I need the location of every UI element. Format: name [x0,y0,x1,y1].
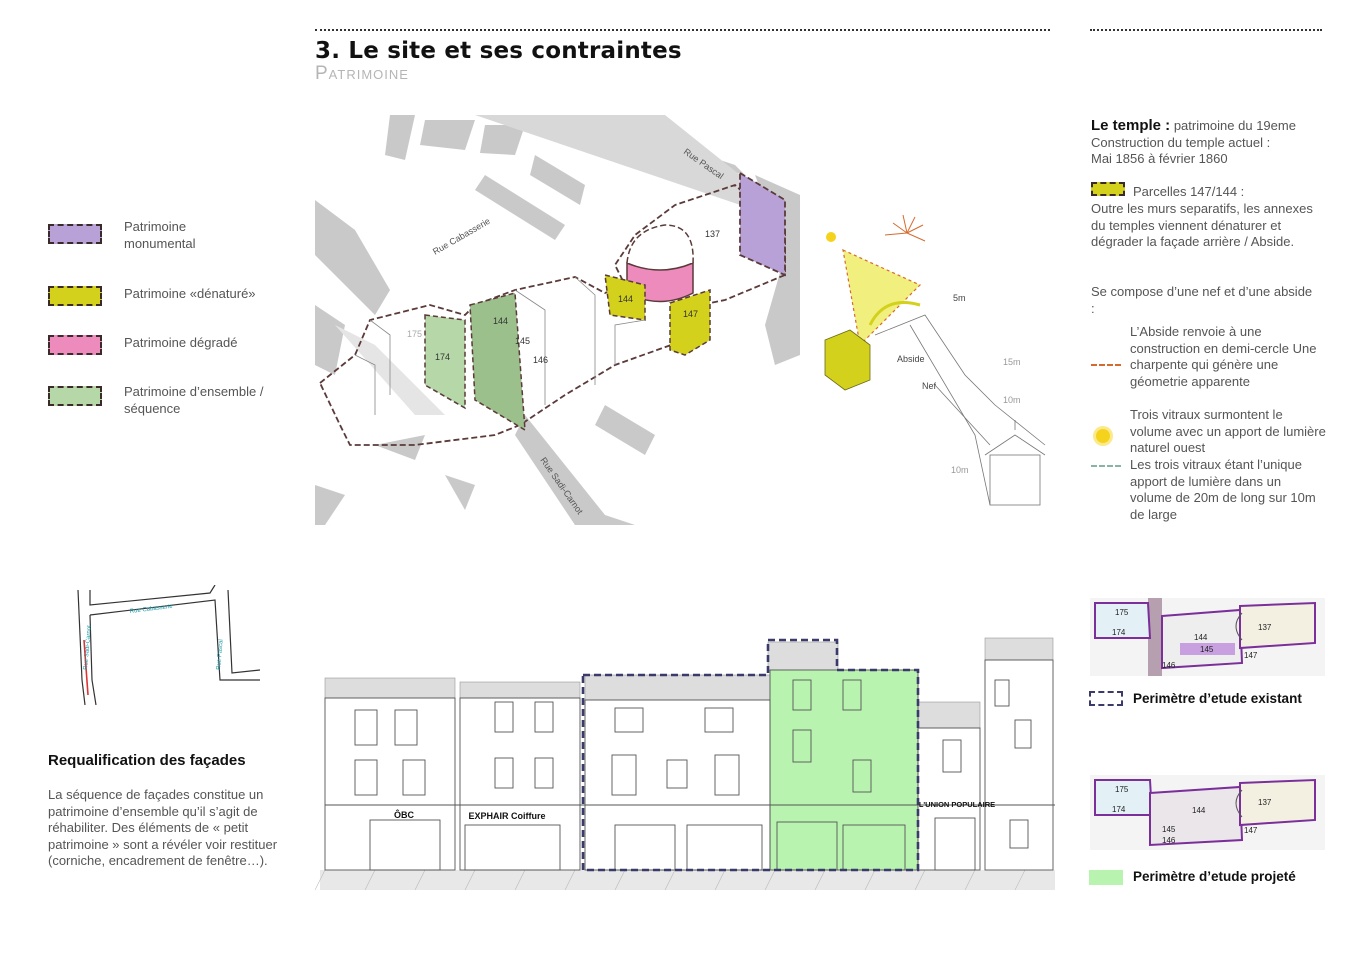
existing-perimeter-label: Perimètre d’etude existant [1133,691,1302,706]
mini-plan-street-sadi: Rue Sadi-Carnot [83,625,93,670]
vitraux-line-icon [1091,465,1121,467]
parcel-label-147: 147 [683,309,698,319]
vitraux-rays-icon [884,214,926,242]
header-rule-right [1090,29,1322,31]
temple-labels: 5m Abside Nef 15m 10m 10m [897,293,1021,475]
plan-existing-label-137: 137 [1258,623,1272,632]
legend-swatch-degrade [48,335,102,355]
existing-perimeter-outline [581,638,920,872]
charpente-line-icon [1091,364,1121,366]
sun-icon-small [1096,429,1110,443]
parcel-label-174: 174 [435,352,450,362]
parcel-denatured-147 [669,288,711,356]
legend-label-denature: Patrimoine «dénaturé» [124,286,256,301]
legend: Patrimoine monumental Patrimoine «dénatu… [48,218,288,428]
plan-existing-label-144: 144 [1194,633,1208,642]
mini-plan-street-pascal: Rue Pascal [216,639,225,670]
temple-label-10m-a: 10m [1003,395,1021,405]
facade-elevation: ÔBC EXPHAIR Coiffure L'UNION POPULAIRE [315,637,1055,891]
abside-text: L’Abside renvoie à une construction en d… [1130,324,1317,389]
temple-label-abside: Abside [897,354,925,364]
legend-label-ensemble: Patrimoine d’ensemble / séquence [124,384,264,416]
temple-heading-rest: patrimoine du 19eme [1173,118,1296,133]
legend-label-degrade: Patrimoine dégradé [124,335,238,350]
parcel-swatch [1091,182,1125,196]
page-title: 3. Le site et ses contraintes [315,38,682,64]
light-cone [842,248,922,347]
axonometric-map: Rue Pascal Rue Cabasserie Rue Sadi-Carno… [315,115,800,525]
mini-street-plan: Rue Cabasserie Rue Sadi-Carnot Rue Pasca… [77,585,261,706]
plan-existing-label-174: 174 [1112,628,1126,637]
parcel-label-137: 137 [705,229,720,239]
temple-construction: Construction du temple actuel : [1091,134,1271,150]
requalification-title: Requalification des façades [48,752,246,769]
vitraux-text-2: Les trois vitraux étant l’unique apport … [1130,457,1316,522]
street-label-cabasserie: Rue Cabasserie [431,216,492,257]
legend-swatch-ensemble [48,386,102,406]
plan-projected-label-145: 145 [1162,825,1176,834]
mini-plan-street-cabasserie: Rue Cabasserie [130,604,174,615]
plan-existing-label-146: 146 [1162,661,1176,670]
shop-sign-union: L'UNION POPULAIRE [919,800,995,809]
composition-text: Se compose d’une nef et d’une abside : [1091,284,1313,316]
parcel-text: Outre les murs separatifs, les annexes d… [1091,201,1313,249]
plan-existing-label-175: 175 [1115,608,1129,617]
plan-projected: 175 174 144 145 146 147 137 [1090,775,1325,850]
plan-existing-label-145: 145 [1200,645,1214,654]
page-subtitle: Patrimoine [315,63,409,84]
parcel-label-144a: 144 [618,294,633,304]
legend-swatch-monumental [48,224,102,244]
perimeter-outline [318,183,786,446]
shop-sign-obc: ÔBC [394,809,415,820]
plan-projected-label-174: 174 [1112,805,1126,814]
plan-projected-label-147: 147 [1244,826,1258,835]
plan-existing: 175 174 144 145 146 147 137 [1090,598,1325,676]
temple-heading-line: Le temple : patrimoine du 19eme [1091,117,1326,135]
temple-description: Le temple : patrimoine du 19eme Construc… [1091,117,1326,168]
existing-perimeter-swatch [1089,691,1123,706]
requalification-text: La séquence de façades constitue un patr… [48,787,278,868]
plan-projected-label-175: 175 [1115,785,1129,794]
header-rule [315,29,1050,31]
plan-existing-label-147: 147 [1244,651,1258,660]
plan-projected-label-146: 146 [1162,836,1176,845]
parcel-ensemble-144 [469,292,526,432]
parcel-label-145: 145 [515,336,530,346]
parcel-ensemble-174 [424,314,466,410]
temple-label-10m-b: 10m [951,465,969,475]
plan-projected-label-144: 144 [1192,806,1206,815]
temple-plan-lines [868,301,1046,506]
annex-volume [824,329,871,391]
shop-signs: ÔBC EXPHAIR Coiffure L'UNION POPULAIRE [394,800,995,821]
sun-icon [826,232,836,242]
projected-perimeter-swatch [1089,870,1123,885]
parcel-label-144b: 144 [493,316,508,326]
projected-facade [770,670,918,870]
vitraux-text: Trois vitraux surmontent le volume avec … [1130,407,1326,455]
temple-label-nef: Nef [922,381,937,391]
temple-dates: Mai 1856 à février 1860 [1091,151,1228,166]
parcel-labels: 137 144 147 175 174 144 145 146 [407,229,720,365]
parcel-monumental [739,171,786,277]
parcel-label-146: 146 [533,355,548,365]
legend-swatch-denature [48,286,102,306]
building-lines [354,276,646,415]
temple-heading: Le temple : [1091,117,1171,134]
plan-projected-label-137: 137 [1258,798,1272,807]
parcel-label: Parcelles 147/144 : [1133,184,1245,199]
projected-perimeter-label: Perimètre d’etude projeté [1133,869,1296,884]
parcel-label-175: 175 [407,329,422,339]
temple-label-5m: 5m [953,293,966,303]
shop-sign-exphair: EXPHAIR Coiffure [468,811,545,821]
legend-label-monumental: Patrimoine monumental [124,219,196,251]
temple-diagram: 5m Abside Nef 15m 10m 10m [824,214,1046,506]
temple-label-15m: 15m [1003,357,1021,367]
